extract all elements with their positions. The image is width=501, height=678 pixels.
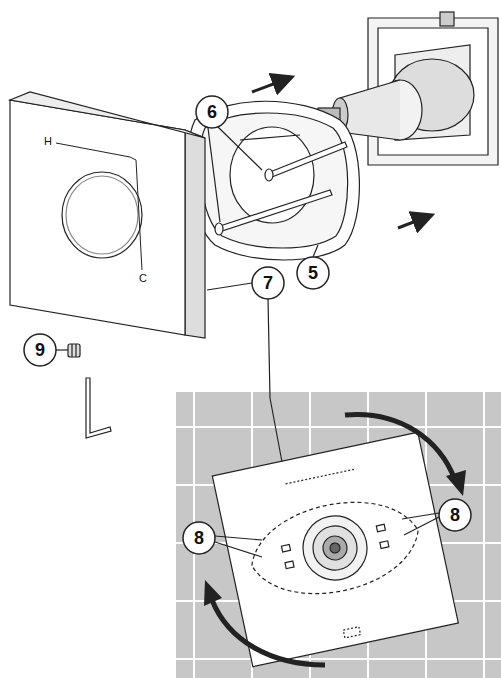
tile-grout [483, 392, 485, 678]
hot-mark: H [43, 136, 53, 147]
callout-number: 7 [263, 274, 273, 292]
callout-number: 5 [308, 264, 318, 282]
callout-number: 8 [194, 529, 204, 547]
tile-grout [176, 658, 501, 660]
callout-number: 6 [207, 103, 217, 121]
callout-number: 8 [450, 506, 460, 524]
cold-mark: C [138, 273, 148, 284]
tile-grout [176, 426, 501, 428]
callout-number: 9 [35, 341, 45, 359]
